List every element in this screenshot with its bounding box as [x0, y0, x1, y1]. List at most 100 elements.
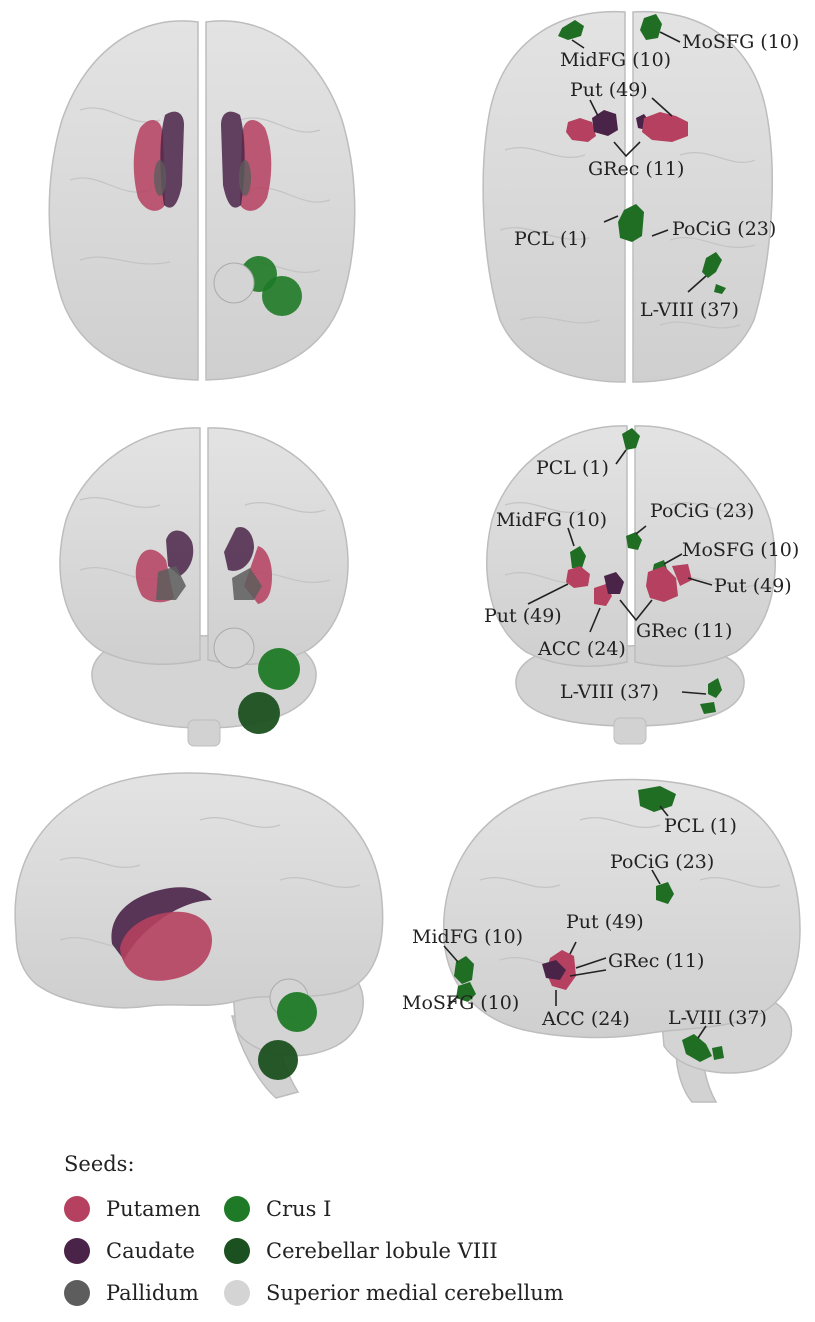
brain-hemisphere: [442, 778, 801, 1039]
cluster-midfg: [570, 546, 586, 568]
brainstem: [187, 719, 221, 747]
cluster-pcl: [622, 428, 640, 450]
legend-item-lobule: Cerebellar lobule VIII: [224, 1234, 604, 1267]
side-view-labels: PCL (1) PoCiG (23) Put (49) MidFG (10) G…: [402, 805, 767, 1039]
pallidum-right: [232, 568, 262, 600]
lobule-seed: [258, 1040, 298, 1080]
label-pocig: PoCiG (23): [610, 851, 714, 873]
label-lviii: L-VIII (37): [668, 1007, 767, 1029]
brain-left-hemisphere: [482, 10, 626, 383]
caudate-right: [224, 526, 254, 571]
legend-label: Cerebellar lobule VIII: [266, 1238, 498, 1263]
smc-seed: [213, 627, 255, 669]
label-lviii: L-VIII (37): [640, 299, 739, 321]
label-midfg: MidFG (10): [412, 926, 523, 948]
legend-item-caudate: Caudate: [64, 1234, 224, 1267]
front-view-clusters-brain: [486, 425, 776, 745]
brain-right-hemisphere: [634, 425, 776, 667]
cluster-grec-left: [592, 110, 618, 136]
label-pcl: PCL (1): [536, 457, 609, 479]
brain-right-hemisphere: [207, 427, 349, 665]
label-put-right: Put (49): [714, 575, 792, 597]
label-put: Put (49): [566, 911, 644, 933]
caudate-left: [166, 530, 194, 576]
cluster-put-left: [566, 566, 590, 588]
legend-item-crus: Crus I: [224, 1192, 604, 1225]
brain-left-hemisphere: [59, 427, 201, 665]
legend-grid: Putamen Crus I Caudate Cerebellar lobule…: [64, 1192, 604, 1309]
caudate-right: [221, 111, 245, 208]
label-mosfg: MoSFG (10): [682, 539, 799, 561]
lobule-seed: [262, 276, 302, 316]
label-grec: GRec (11): [608, 950, 704, 972]
cluster-put-left: [566, 118, 596, 142]
label-grec: GRec (11): [588, 158, 684, 180]
legend-item-smc: Superior medial cerebellum: [224, 1276, 604, 1309]
crus-seed: [258, 648, 300, 690]
cluster-pcl: [638, 786, 676, 812]
label-mosfg: MoSFG (10): [402, 992, 519, 1014]
putamen: [120, 911, 212, 981]
cluster-lviii: [702, 252, 726, 294]
brain-right-hemisphere: [632, 10, 773, 383]
cluster-pocig: [656, 882, 674, 904]
label-acc: ACC (24): [541, 1008, 630, 1030]
cluster-pocig: [626, 532, 642, 550]
side-view-seeds-brain: [14, 772, 384, 1099]
label-pocig: PoCiG (23): [650, 500, 754, 522]
lobule-swatch-icon: [224, 1237, 250, 1264]
side-view-clusters-brain: [442, 778, 801, 1103]
legend-label: Pallidum: [106, 1280, 199, 1305]
cluster-mosfg: [640, 14, 662, 40]
brain-left-hemisphere: [48, 20, 199, 381]
cluster-midfg: [454, 956, 474, 984]
label-pocig: PoCiG (23): [672, 218, 776, 240]
label-pcl: PCL (1): [664, 815, 737, 837]
crus-swatch-icon: [224, 1195, 250, 1222]
cluster-mosfg: [456, 982, 476, 1002]
pallidum-left: [156, 566, 186, 600]
pallidum-left: [154, 160, 166, 196]
top-view-clusters-brain: [482, 10, 773, 383]
legend-label: Crus I: [266, 1196, 332, 1221]
legend-label: Superior medial cerebellum: [266, 1280, 564, 1305]
caudate-left: [160, 111, 184, 208]
cluster-put-right: [642, 112, 688, 142]
smc-seed: [213, 262, 255, 304]
label-grec: GRec (11): [636, 620, 732, 642]
crus-seed: [277, 992, 317, 1032]
brain-hemisphere: [14, 772, 384, 1009]
pallidum-swatch-icon: [64, 1279, 90, 1306]
brainstem: [613, 717, 647, 745]
cluster-pcl: [618, 204, 644, 242]
caudate-swatch-icon: [64, 1237, 90, 1264]
cluster-lviii: [682, 1034, 724, 1062]
legend-label: Caudate: [106, 1238, 195, 1263]
cluster-midfg: [558, 20, 584, 40]
cluster-lviii: [700, 678, 722, 714]
cluster-grec: [604, 572, 624, 594]
cluster-put-right-2: [672, 564, 692, 586]
legend-label: Putamen: [106, 1196, 201, 1221]
lobule-seed: [238, 692, 280, 734]
caudate: [111, 887, 212, 960]
smc-swatch-icon: [224, 1279, 250, 1306]
label-put-left: Put (49): [484, 605, 562, 627]
legend: Seeds: Putamen Crus I Caudate Cerebellar…: [64, 1152, 604, 1309]
top-view-labels: MidFG (10) MoSFG (10) Put (49) GRec (11)…: [514, 31, 799, 321]
cluster-put-right: [646, 566, 678, 602]
front-view-labels: PCL (1) MidFG (10) PoCiG (23) MoSFG (10)…: [484, 449, 799, 703]
label-midfg: MidFG (10): [560, 49, 671, 71]
label-pcl: PCL (1): [514, 228, 587, 250]
cluster-grec: [542, 960, 566, 980]
brain-figure: MidFG (10) MoSFG (10) Put (49) GRec (11)…: [14, 10, 801, 1103]
label-midfg: MidFG (10): [496, 509, 607, 531]
pallidum-right: [239, 160, 251, 196]
front-view-seeds-brain: [59, 427, 349, 747]
label-put: Put (49): [570, 79, 648, 101]
top-view-seeds-brain: [48, 20, 356, 381]
brain-left-hemisphere: [486, 425, 628, 667]
label-acc: ACC (24): [537, 638, 626, 660]
label-lviii: L-VIII (37): [560, 681, 659, 703]
label-mosfg: MoSFG (10): [682, 31, 799, 53]
